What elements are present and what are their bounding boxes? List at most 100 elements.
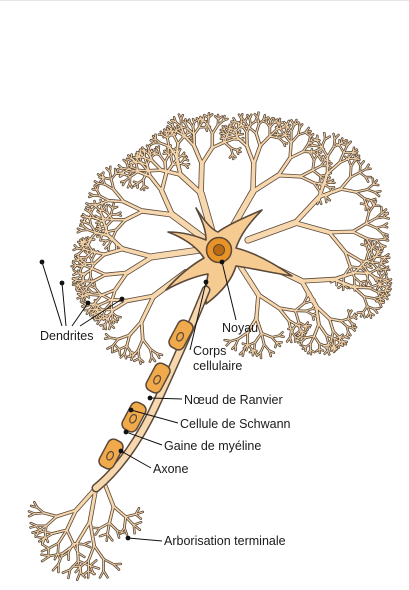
dendrite-branch: [313, 170, 321, 176]
dendrite-branch: [109, 201, 124, 202]
dendrite-branch: [83, 281, 93, 282]
dendrite-branch: [111, 303, 112, 313]
dendrite-branch: [272, 337, 277, 343]
pointer-gaine-de-myeline-dot: [124, 430, 129, 435]
pointer-arborisation-terminale: [128, 538, 162, 541]
dendrite-branch: [360, 165, 361, 172]
dendrite-branch: [319, 324, 327, 335]
label-corps-line2: cellulaire: [193, 359, 242, 373]
dendrite-branch: [278, 135, 284, 136]
label-arborisation-terminale: Arborisation terminale: [164, 534, 286, 548]
dendrite-branch: [376, 228, 382, 233]
dendrite-branch: [87, 217, 94, 218]
dendrite-branch: [178, 152, 179, 158]
dendrite-branch: [152, 250, 200, 257]
dendrite-branch: [127, 257, 152, 273]
pointer-dendrites-2-dot: [60, 281, 65, 286]
dendrite-branch: [160, 155, 165, 162]
dendrite-branch: [70, 561, 78, 570]
dendrite-branch: [224, 142, 231, 148]
dendrite-branch: [366, 224, 376, 228]
dendrite-branch: [87, 263, 95, 264]
pointer-axone-dot: [119, 449, 124, 454]
dendrite-branch: [104, 559, 114, 564]
label-noeud-de-ranvier: Nœud de Ranvier: [184, 393, 283, 407]
dendrite-branch: [278, 175, 300, 176]
dendrite-branch: [142, 322, 143, 340]
pointer-dendrites-3-dot: [86, 301, 91, 306]
dendrite-branch: [110, 167, 111, 172]
dendrite-branch: [124, 202, 143, 211]
dendrite-branch: [354, 287, 369, 288]
dendrite-branch: [81, 257, 86, 258]
dendrite-branch: [93, 269, 106, 275]
dendrite-branch: [46, 516, 56, 525]
dendrite-branch: [333, 331, 339, 337]
dendrite-branch: [126, 517, 134, 525]
pointer-arborisation-terminale-dot: [126, 536, 131, 541]
dendrite-branch: [82, 230, 88, 231]
dendrite-branch: [319, 343, 320, 349]
dendrite-branch: [295, 197, 319, 223]
dendrite-branch: [256, 295, 258, 318]
pointer-dendrites-1-dot: [40, 260, 45, 265]
dendrite-branch: [253, 164, 254, 191]
dendrite-branch: [77, 521, 90, 542]
dendrite-branch: [58, 543, 59, 553]
dendrite-branch: [95, 254, 105, 263]
dendrite-branch: [326, 197, 327, 203]
label-dendrites: Dendrites: [40, 329, 94, 343]
dendrite-branch: [130, 322, 142, 335]
dendrite-branch: [247, 146, 254, 164]
pointer-corps-cellulaire-dot: [204, 280, 209, 285]
pointer-noyau-dot: [220, 260, 225, 265]
dendrite-branch: [165, 162, 166, 174]
dendrite-branch: [302, 279, 334, 281]
dendrite-branch: [93, 275, 106, 282]
dendrite-branch: [119, 349, 120, 354]
label-axone: Axone: [153, 462, 188, 476]
schwann-cell: [144, 361, 172, 395]
dendrite-branch: [90, 560, 96, 565]
dendrite-branch: [341, 177, 351, 189]
dendrite-branch: [94, 195, 100, 196]
dendrite-branch: [67, 530, 73, 543]
dendrite-branch: [91, 239, 95, 240]
dendrite-branch: [109, 523, 117, 531]
dendrite-branch: [300, 177, 313, 183]
dendrite-branch: [208, 118, 209, 125]
dendrite-branch: [354, 273, 369, 274]
dendrite-branch: [194, 146, 201, 164]
dendrite-branch: [374, 308, 379, 309]
dendrite-branch: [249, 127, 256, 133]
dendrite-branch: [329, 232, 352, 233]
dendrite-branch: [381, 207, 382, 213]
dendrite-branch: [202, 148, 212, 164]
dendrite-branch: [212, 125, 217, 133]
dendrite-branch: [73, 278, 78, 279]
dendrite-branch: [258, 295, 278, 308]
dendrite-branch: [350, 166, 351, 177]
label-gaine-de-myeline: Gaine de myéline: [164, 439, 261, 453]
dendrite-branch: [138, 170, 148, 171]
dendrite-branch: [42, 556, 50, 561]
dendrite-branch: [360, 173, 366, 178]
dendrite-branch: [90, 310, 91, 315]
label-cellule-de-schwann: Cellule de Schwann: [180, 417, 291, 431]
dendrite-branch: [253, 175, 278, 191]
dendrite-branch: [264, 345, 269, 351]
dendrite-branch: [341, 321, 347, 326]
myelin-segment: [144, 361, 172, 395]
dendrite-branch: [143, 180, 144, 186]
pointer-noeud-de-ranvier-dot: [148, 396, 153, 401]
pointer-dendrites-1: [42, 262, 62, 326]
dendrite-branch: [100, 318, 108, 319]
label-corps-line1: Corps: [193, 344, 226, 358]
dendrite-branch: [125, 211, 143, 220]
dendrite-branch: [199, 122, 200, 128]
dendrite-branch: [353, 224, 367, 232]
dendrite-branch: [328, 147, 334, 157]
dendrite-branch: [97, 226, 101, 227]
dendrite-branch: [180, 175, 201, 194]
